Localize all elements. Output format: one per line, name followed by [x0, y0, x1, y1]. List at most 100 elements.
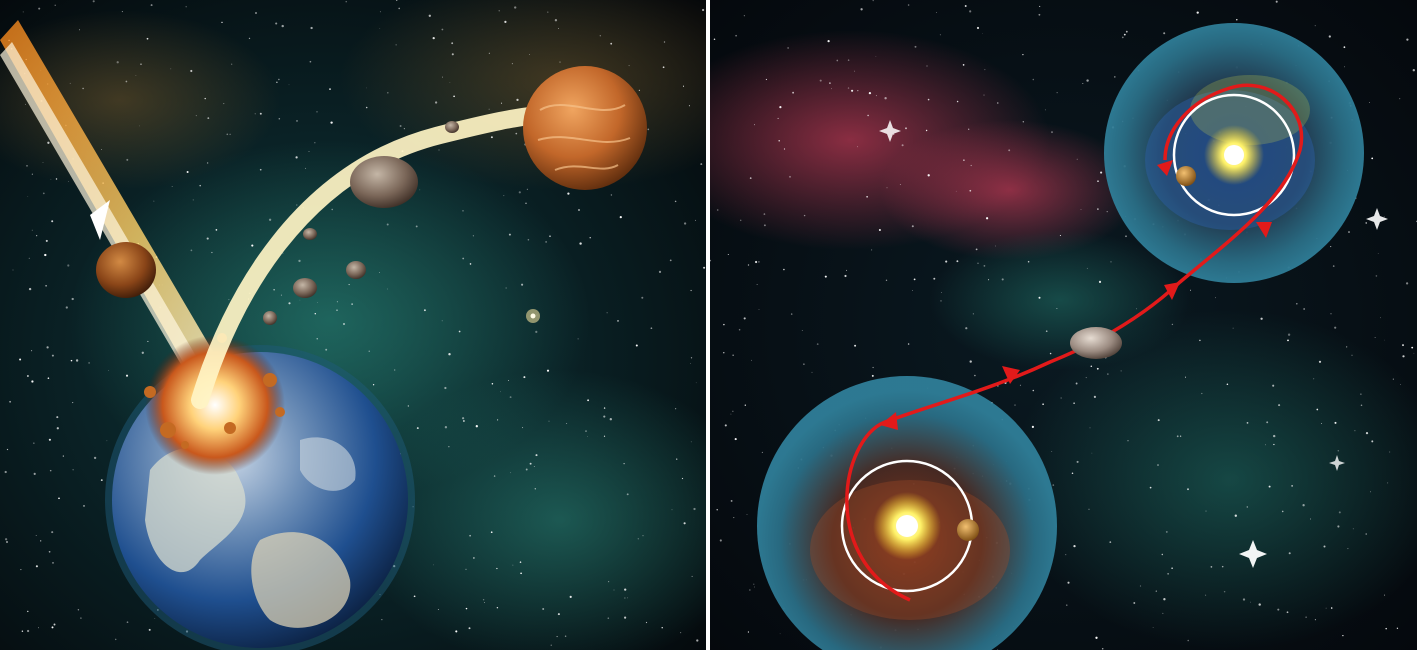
star-dot: [1303, 308, 1305, 310]
star-dot: [844, 274, 847, 278]
star-dot: [727, 253, 729, 256]
star-dot: [434, 101, 438, 104]
star-dot: [749, 589, 751, 591]
star-dot: [505, 287, 507, 289]
star-dot: [746, 513, 748, 515]
star-dot: [783, 148, 786, 150]
star-dot: [1371, 157, 1374, 160]
star-dot: [901, 144, 904, 147]
star-dot: [801, 330, 803, 332]
star-dot: [747, 631, 749, 633]
star-dot: [674, 200, 677, 203]
star-dot: [1110, 261, 1112, 263]
star-dot: [314, 312, 317, 315]
star-dot: [473, 557, 475, 559]
star-dot: [19, 358, 22, 361]
star-dot: [1334, 421, 1337, 424]
star-dot: [1296, 302, 1298, 305]
star-dot: [892, 133, 895, 136]
star-dot: [783, 268, 785, 271]
star-dot: [613, 589, 615, 591]
star-dot: [650, 327, 653, 330]
star-dot: [305, 167, 307, 169]
star-dot: [1399, 98, 1401, 100]
star-dot: [22, 11, 24, 13]
star-dot: [675, 408, 677, 410]
star-dot: [1076, 460, 1079, 463]
star-dot: [854, 344, 857, 347]
star-dot: [1328, 35, 1331, 38]
star-dot: [148, 628, 151, 631]
star-dot: [211, 251, 213, 254]
star-dot: [399, 125, 402, 127]
star-dot: [153, 200, 155, 202]
star-dot: [1260, 317, 1263, 320]
star-dot: [701, 8, 705, 12]
star-dot: [983, 265, 986, 267]
star-dot: [866, 196, 868, 198]
drifting-rock-icon: [1070, 327, 1122, 359]
star-dot: [939, 34, 941, 36]
star-dot: [1155, 590, 1157, 592]
star-dot: [1392, 378, 1394, 380]
star-dot: [432, 36, 435, 40]
star-dot: [627, 597, 629, 599]
star-dot: [1176, 435, 1179, 438]
star-dot: [603, 407, 606, 409]
star-dot: [569, 595, 572, 598]
star-dot: [314, 142, 316, 144]
star-dot: [101, 149, 102, 150]
star-dot: [1167, 573, 1169, 575]
star-dot: [1032, 389, 1035, 392]
star-dot: [557, 613, 560, 616]
star-dot: [288, 302, 291, 305]
star-dot: [52, 562, 54, 564]
star-dot: [31, 380, 34, 383]
star-dot: [755, 260, 758, 264]
star-dot: [1402, 344, 1404, 347]
star-dot: [1056, 92, 1058, 94]
star-dot: [331, 208, 333, 211]
star-dot: [309, 60, 312, 63]
star-dot: [428, 14, 431, 17]
star-dot: [962, 64, 965, 66]
star-dot: [963, 159, 965, 161]
star-dot: [396, 0, 398, 1]
star-dot: [68, 181, 69, 182]
star-dot: [1162, 612, 1164, 614]
star-dot: [997, 102, 999, 104]
star-dot: [26, 375, 29, 377]
star-dot: [1325, 607, 1327, 609]
star-dot: [1184, 376, 1187, 378]
star-dot: [695, 219, 696, 221]
star-dot: [125, 374, 129, 377]
star-dot: [624, 588, 627, 591]
star-dot: [1109, 541, 1112, 543]
star-dot: [280, 294, 282, 296]
star-dot: [80, 617, 82, 619]
star-dot: [1277, 608, 1280, 611]
star-dot: [31, 229, 33, 231]
star-dot: [1246, 506, 1249, 508]
teal-nebula-cloud: [360, 370, 706, 650]
star-dot: [276, 81, 278, 83]
star-dot: [1330, 246, 1332, 248]
star-dot: [12, 269, 14, 271]
star-dot: [451, 53, 454, 56]
ejected-rock-icon: [263, 121, 459, 325]
star-dot: [1268, 485, 1271, 488]
star-dot: [925, 129, 928, 132]
nebula-icon: [1010, 310, 1417, 650]
star-dot: [1286, 611, 1289, 614]
star-dot: [926, 65, 928, 67]
star-dot: [83, 505, 85, 507]
trajectory-arrowhead-icon: [880, 160, 1272, 430]
star-dot: [696, 639, 699, 642]
star-dot: [268, 218, 272, 221]
star-dot: [296, 204, 298, 206]
star-dot: [299, 299, 301, 301]
star-dot: [469, 263, 472, 265]
star-dot: [58, 497, 60, 500]
star-dot: [1291, 485, 1293, 487]
